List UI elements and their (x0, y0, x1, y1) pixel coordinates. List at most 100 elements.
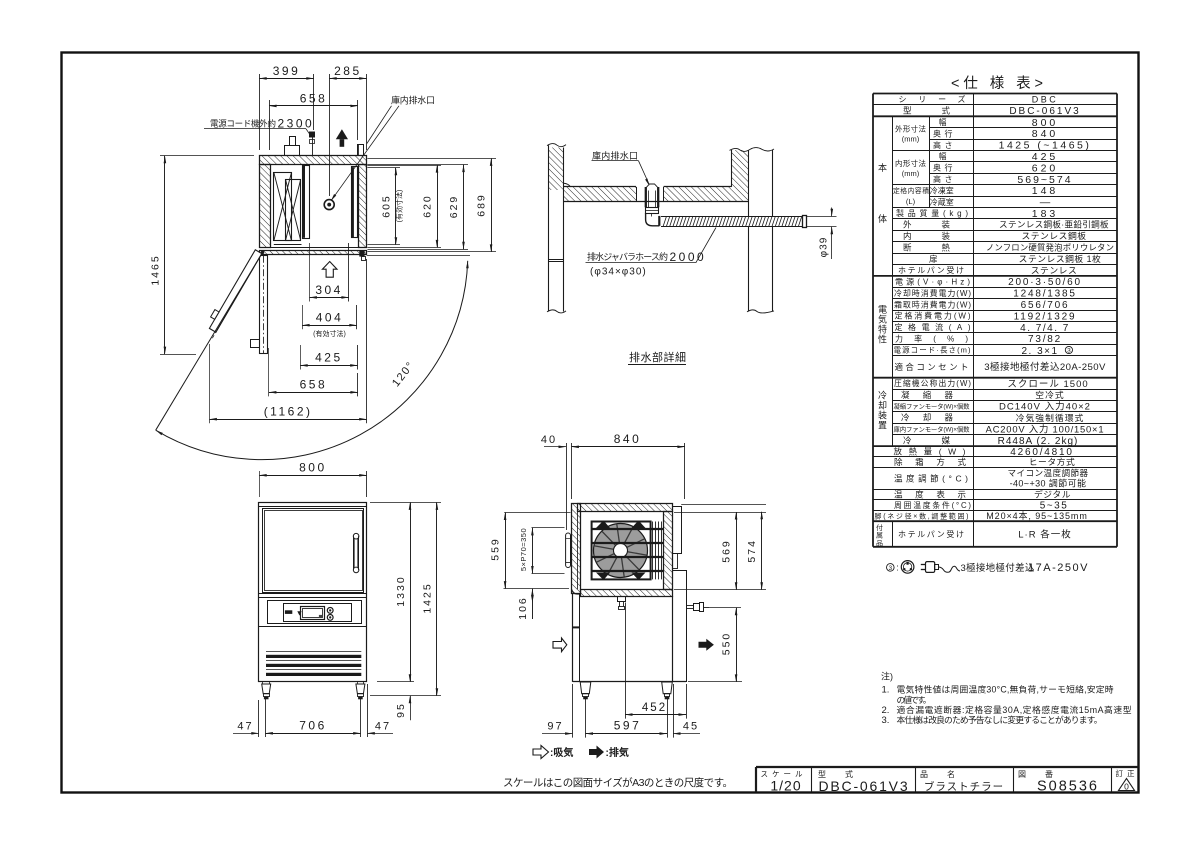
svg-text:ホテルパン受け: ホテルパン受け (898, 265, 964, 275)
svg-text:体: 体 (878, 213, 887, 224)
svg-text:425: 425 (315, 351, 343, 365)
svg-text:S08536: S08536 (1037, 778, 1099, 794)
svg-text:DBC: DBC (1032, 94, 1059, 104)
svg-text:4. 7/4. 7: 4. 7/4. 7 (1020, 323, 1070, 334)
svg-text:629: 629 (448, 195, 460, 219)
svg-text:658: 658 (300, 378, 328, 392)
svg-text:569: 569 (720, 539, 732, 563)
svg-text:ステンレス鋼板: ステンレス鋼板 (1021, 230, 1086, 241)
svg-text:97: 97 (547, 720, 563, 732)
svg-text:定格内容積: 定格内容積 (893, 186, 929, 195)
svg-text:45: 45 (683, 720, 699, 732)
svg-text:DC140V 入力40×2: DC140V 入力40×2 (999, 401, 1091, 413)
svg-text:注): 注) (881, 671, 893, 682)
svg-text:840: 840 (1032, 128, 1059, 140)
svg-text:扉: 扉 (929, 254, 938, 264)
svg-text:(φ34×φ30): (φ34×φ30) (590, 267, 647, 278)
svg-text:2. 3×1: 2. 3×1 (1021, 346, 1058, 357)
svg-text:排水ジャバラホース約: 排水ジャバラホース約 (587, 251, 668, 262)
svg-text::: : (896, 563, 899, 573)
svg-text:付: 付 (876, 523, 883, 532)
svg-text:ステンレス: ステンレス (1031, 265, 1078, 275)
svg-text:M20×4本, 95~135mm: M20×4本, 95~135mm (986, 510, 1087, 521)
svg-text:性: 性 (878, 334, 887, 345)
svg-text:47: 47 (375, 720, 391, 732)
svg-text:冷: 冷 (878, 390, 887, 401)
svg-text:3: 3 (1067, 348, 1071, 355)
svg-text:(mm): (mm) (902, 169, 920, 178)
svg-text:620: 620 (1032, 162, 1059, 174)
svg-text:3.: 3. (882, 715, 890, 726)
svg-text:304: 304 (315, 283, 343, 297)
svg-text:放熱量(W): 放熱量(W) (894, 447, 966, 457)
svg-text:冷凍室: 冷凍室 (930, 185, 954, 195)
svg-text:(有効寸法): (有効寸法) (395, 190, 404, 223)
svg-text:ブラストチラー: ブラストチラー (924, 780, 1004, 793)
svg-text:3極接地極付差込20A-250V: 3極接地極付差込20A-250V (984, 361, 1106, 373)
svg-text:550: 550 (720, 632, 732, 656)
svg-text:706: 706 (299, 718, 327, 732)
svg-text:1248/1385: 1248/1385 (1013, 289, 1076, 300)
svg-text:凝縮器: 凝縮器 (901, 390, 953, 400)
svg-text:(有効寸法): (有効寸法) (313, 329, 346, 338)
svg-text:40: 40 (541, 434, 557, 446)
svg-text:冷気強制循環式: 冷気強制循環式 (1016, 412, 1085, 423)
svg-text:幅: 幅 (939, 117, 947, 127)
svg-text:本: 本 (878, 162, 887, 173)
svg-text:ヒータ方式: ヒータ方式 (1029, 456, 1076, 467)
svg-text:800: 800 (299, 461, 327, 475)
svg-text:404: 404 (316, 311, 344, 325)
svg-text:2.: 2. (882, 705, 890, 716)
svg-text:脚(ネジ径×数,調整範囲): 脚(ネジ径×数,調整範囲) (875, 511, 969, 520)
svg-text:5~35: 5~35 (1040, 501, 1069, 512)
svg-text:適合コンセント: 適合コンセント (895, 362, 969, 372)
svg-text:1330: 1330 (395, 575, 407, 606)
svg-text:1425: 1425 (421, 582, 433, 613)
svg-text:285: 285 (334, 64, 362, 78)
svg-text:庫内排水口: 庫内排水口 (391, 95, 435, 106)
svg-text:冷蔵室: 冷蔵室 (930, 197, 954, 207)
svg-text:の値です。: の値です。 (897, 694, 932, 705)
svg-text:17A-250V: 17A-250V (1028, 562, 1089, 574)
svg-text:689: 689 (476, 193, 488, 217)
svg-text:品: 品 (876, 540, 883, 548)
svg-text:排水部詳細: 排水部詳細 (629, 350, 686, 364)
svg-text:温度調節(°C): 温度調節(°C) (894, 473, 968, 483)
svg-text:559: 559 (489, 537, 501, 561)
svg-text:属: 属 (876, 532, 883, 540)
svg-text:569~574: 569~574 (1017, 174, 1072, 186)
svg-text:却: 却 (878, 401, 887, 411)
svg-text:148: 148 (1032, 185, 1059, 197)
svg-text:200·3·50/60: 200·3·50/60 (1008, 277, 1082, 288)
svg-text:電気特性値は周囲温度30°C,無負荷,サーモ短絡,安定時: 電気特性値は周囲温度30°C,無負荷,サーモ短絡,安定時 (897, 683, 1114, 694)
svg-text:本仕様は改良のため予告なしに変更することがあります。: 本仕様は改良のため予告なしに変更することがあります。 (897, 714, 1103, 725)
svg-text:3極接地極付差込: 3極接地極付差込 (961, 562, 1035, 574)
svg-text:2000: 2000 (670, 250, 707, 264)
svg-text:電源コード機外約: 電源コード機外約 (210, 119, 276, 129)
svg-text:凝縮ファンモータ(W)×個数: 凝縮ファンモータ(W)×個数 (894, 402, 971, 411)
svg-text:106: 106 (517, 596, 529, 620)
svg-text:620: 620 (422, 194, 434, 218)
svg-text:L·R 各一枚: L·R 各一枚 (1018, 528, 1071, 540)
svg-text:1/20: 1/20 (770, 778, 801, 794)
svg-text:気: 気 (878, 314, 887, 325)
svg-text:452: 452 (642, 702, 667, 714)
svg-text:800: 800 (1032, 117, 1059, 129)
svg-text:マイコン温度調節器: マイコン温度調節器 (1008, 467, 1089, 478)
svg-text:656/706: 656/706 (1021, 300, 1070, 311)
svg-text:冷却器: 冷却器 (901, 413, 953, 423)
svg-text:庫内排水口: 庫内排水口 (592, 150, 638, 161)
svg-text:73/82: 73/82 (1028, 334, 1062, 345)
svg-text:置: 置 (878, 421, 887, 431)
svg-text:<仕 様 表>: <仕 様 表> (951, 75, 1043, 92)
svg-text:—: — (1040, 197, 1051, 209)
svg-text:5×P70=350: 5×P70=350 (519, 528, 528, 571)
svg-text:605: 605 (381, 194, 393, 218)
svg-text:(mm): (mm) (902, 135, 920, 144)
svg-text:597: 597 (614, 718, 642, 732)
svg-text:183: 183 (1032, 208, 1059, 220)
svg-text:スクロール 1500: スクロール 1500 (1007, 379, 1088, 390)
svg-text:外形寸法: 外形寸法 (895, 124, 927, 134)
svg-text:電源コード·長さ(m): 電源コード·長さ(m) (894, 346, 972, 355)
svg-text:ステンレス鋼板·亜鉛引鋼板: ステンレス鋼板·亜鉛引鋼板 (999, 219, 1109, 230)
